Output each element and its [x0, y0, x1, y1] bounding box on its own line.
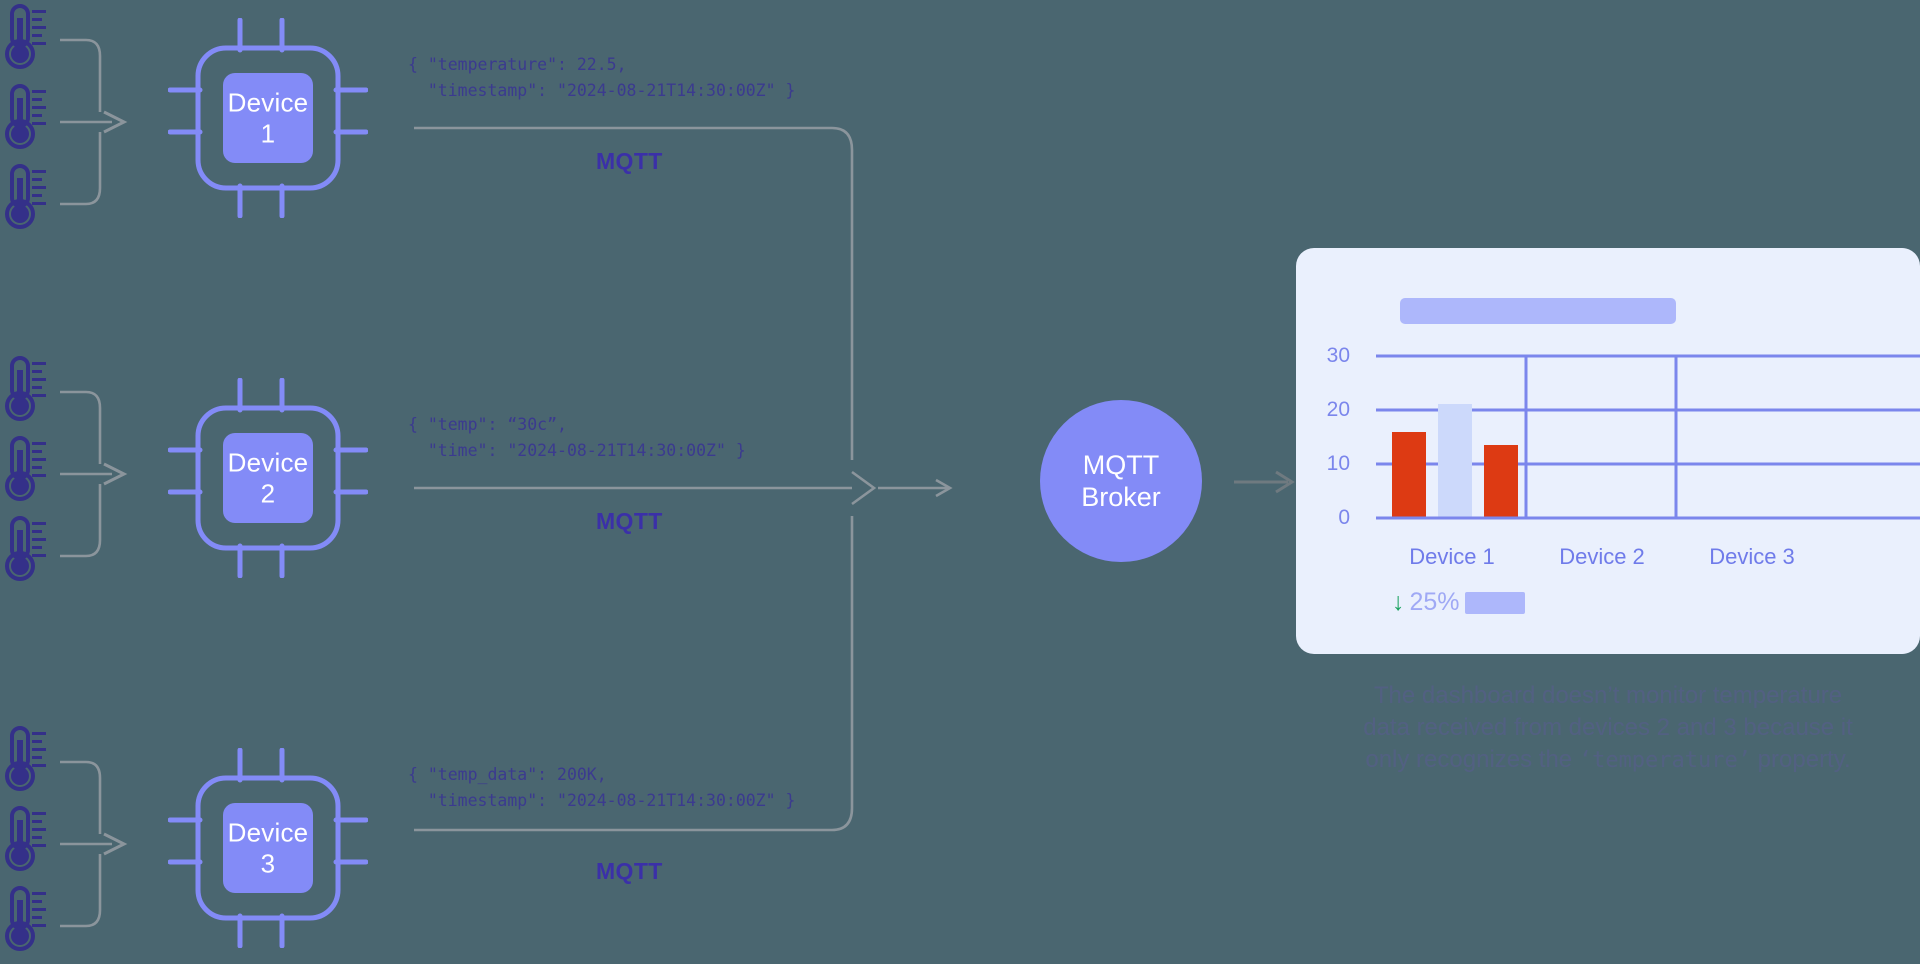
device-2-protocol-label: MQTT: [596, 508, 663, 534]
broker-to-dashboard-arrow-icon: [1234, 470, 1295, 494]
x-axis-label-device-3: Device 3: [1709, 544, 1795, 569]
microchip-icon: [167, 747, 369, 949]
caption-line3-pre: only recognizes the: [1365, 746, 1579, 773]
mqtt-line-device-3: [414, 516, 854, 832]
sensor-bracket-connector: [60, 760, 112, 928]
arrow-down-icon: ↓: [1392, 588, 1405, 616]
bar-device1-a: [1392, 432, 1426, 518]
sensor-feed-group-3: [5, 726, 128, 951]
mqtt-transport-lines: [414, 126, 953, 832]
bar-chart[interactable]: [1296, 344, 1920, 544]
dashboard-title-placeholder: [1400, 298, 1676, 324]
device-2-payload: { "temp": “30c”, "time": "2024-08-21T14:…: [408, 415, 746, 460]
caption-line-2: data received from devices 2 and 3 becau…: [1363, 714, 1853, 741]
sensor-merge-arrow-icon: [103, 462, 128, 486]
device-3-protocol-label: MQTT: [596, 858, 663, 884]
mqtt-broker-label: MQTT Broker: [1081, 449, 1161, 512]
sensor-merge-arrow-icon: [103, 110, 128, 134]
thermometer-icon: [5, 356, 46, 581]
dashboard-caption: The dashboard doesn’t monitor temperatur…: [1288, 680, 1920, 777]
bar-device1-b: [1438, 404, 1472, 518]
chart-column-dividers: [1524, 356, 1678, 518]
thermometer-icon: [5, 4, 46, 229]
x-axis-label-device-1: Device 1: [1409, 544, 1495, 569]
mqtt-line-device-1: [414, 126, 854, 460]
dashboard-kpi: ↓ 25%: [1392, 588, 1525, 617]
y-axis-tick-10: 10: [1326, 452, 1350, 475]
dashboard-card[interactable]: 30 20 10 0 Device 1 Device 2 Device 3 ↓ …: [1296, 248, 1920, 654]
caption-code-temperature: ‘temperature’: [1578, 748, 1752, 773]
sensor-feed-group-1: [5, 4, 128, 229]
kpi-placeholder-bar: [1464, 591, 1525, 614]
caption-line-3: only recognizes the ‘temperature’ proper…: [1288, 744, 1920, 777]
microchip-icon: [167, 17, 369, 219]
thermometer-icon: [5, 726, 46, 951]
microchip-icon: [167, 377, 369, 579]
y-axis-tick-30: 30: [1326, 344, 1350, 367]
device-node-3[interactable]: Device 3: [167, 747, 369, 949]
caption-line-1: The dashboard doesn’t monitor temperatur…: [1373, 682, 1843, 709]
y-axis-tick-20: 20: [1326, 398, 1350, 421]
device-1-protocol-label: MQTT: [596, 148, 663, 174]
device-node-2[interactable]: Device 2: [167, 377, 369, 579]
mqtt-merge-arrow-icon: [851, 470, 877, 506]
device-1-payload: { "temperature": 22.5, "timestamp": "202…: [408, 55, 796, 100]
bar-device1-c: [1484, 445, 1518, 518]
device-node-1[interactable]: Device 1: [167, 17, 369, 219]
y-axis-tick-0: 0: [1338, 506, 1350, 529]
sensor-merge-arrow-icon: [103, 832, 128, 856]
caption-line3-post: property.: [1751, 746, 1851, 773]
mqtt-broker-node[interactable]: MQTT Broker: [1040, 400, 1202, 562]
x-axis-label-device-2: Device 2: [1559, 544, 1645, 569]
sensor-feed-group-2: [5, 356, 128, 581]
sensor-bracket-connector: [60, 38, 112, 206]
device-3-payload: { "temp_data": 200K, "timestamp": "2024-…: [408, 765, 796, 810]
kpi-percent-value: 25%: [1409, 588, 1460, 616]
sensor-bracket-connector: [60, 390, 112, 558]
